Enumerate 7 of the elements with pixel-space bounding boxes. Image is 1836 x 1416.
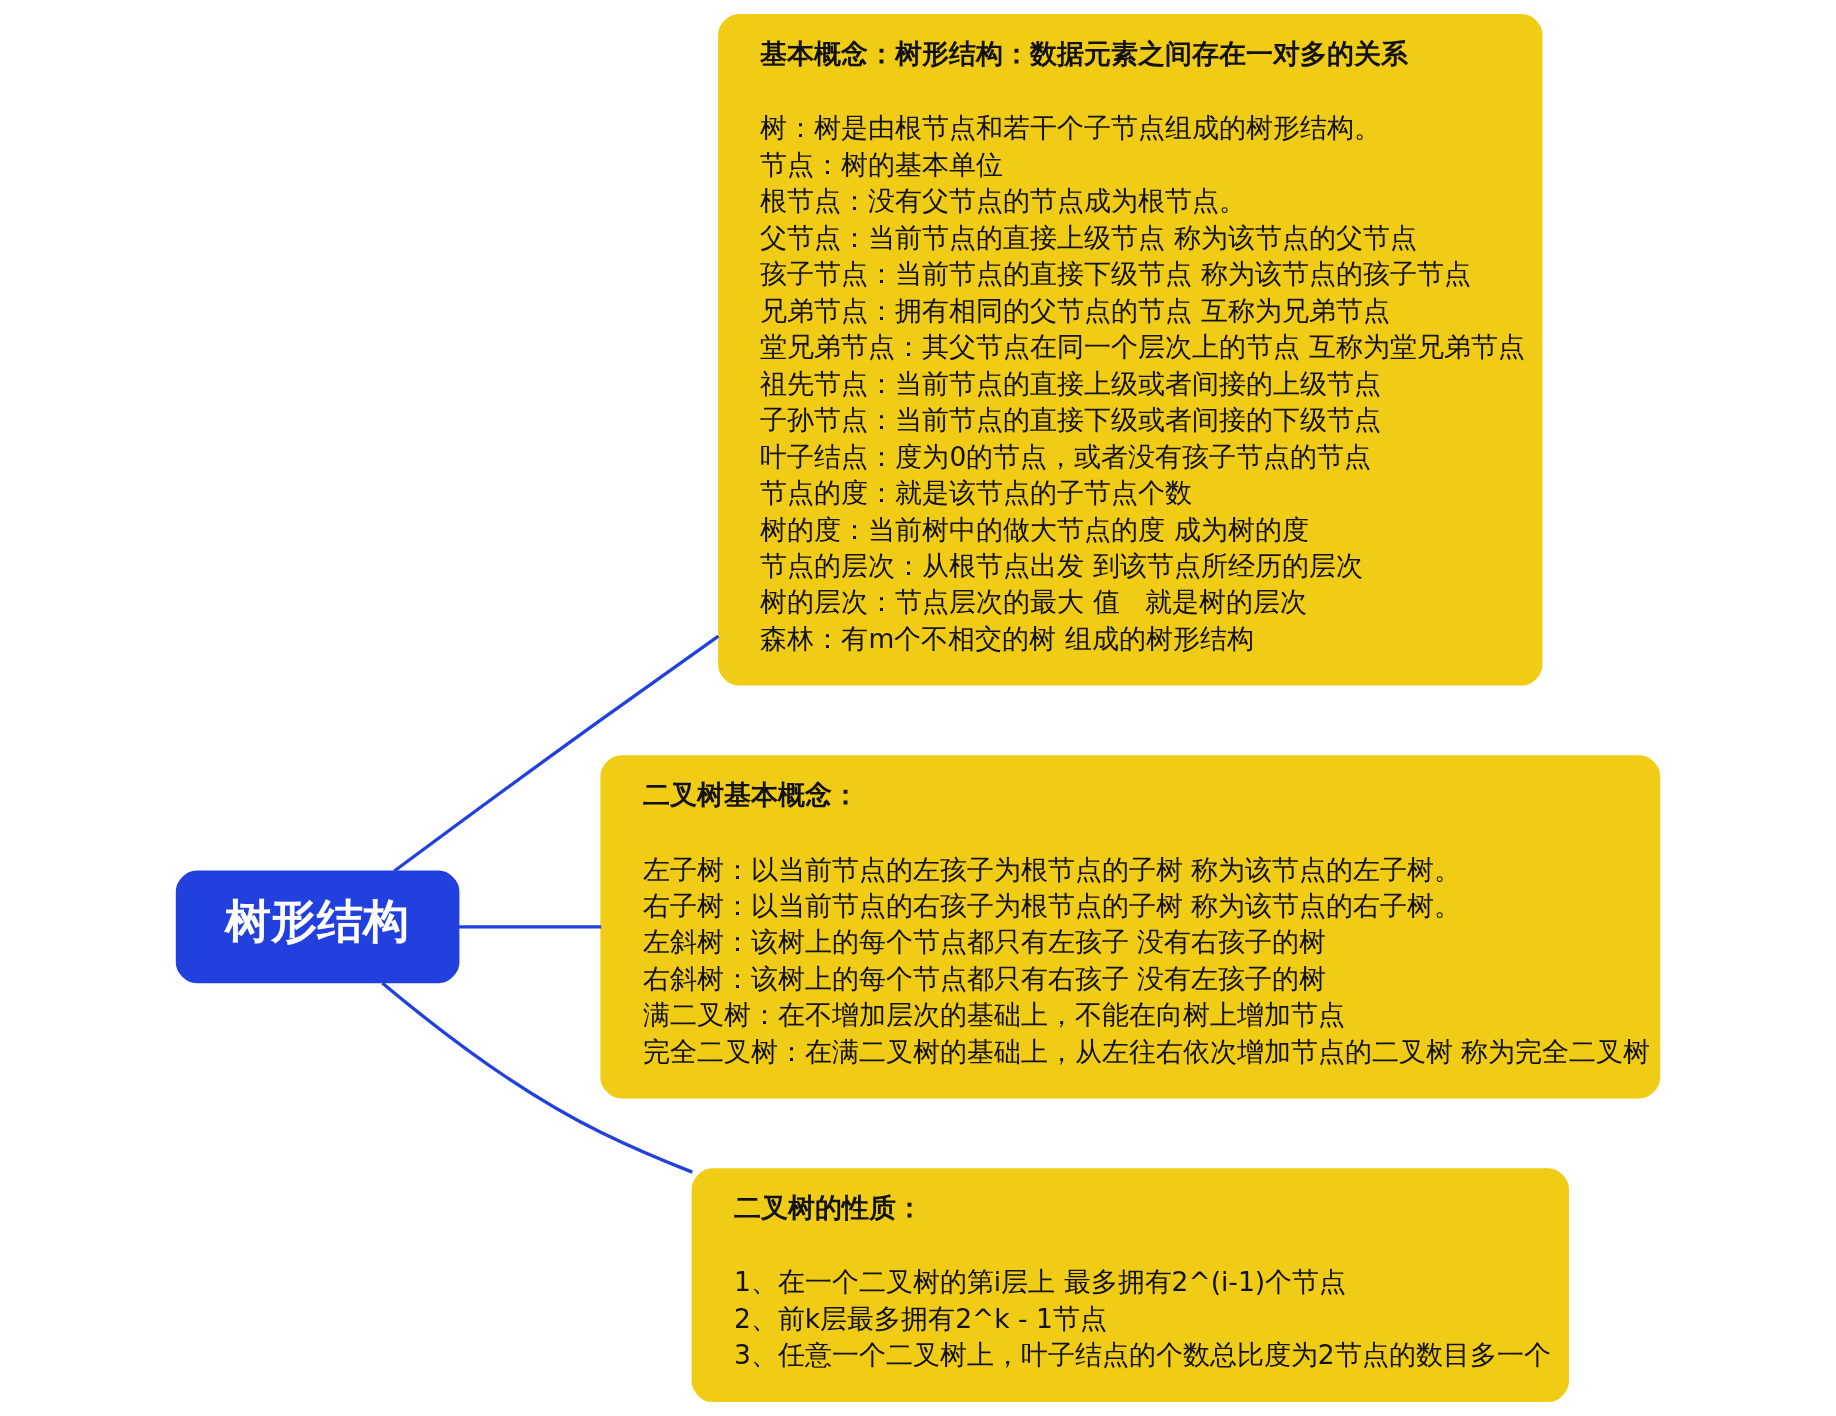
connector bbox=[458, 925, 602, 929]
connector bbox=[381, 981, 693, 1174]
node-box: 二叉树基本概念： 左子树：以当前节点的左孩子为根节点的子树 称为该节点的左子树。 右子树：以当前节点的右孩子为根节点的子树 称为该节点的右子树。 左斜树：该树上的每个节点都只有左孩子 没有右孩子的树 右斜树：该树上的每个节点都只有右孩子 没有左孩子的树 满二叉树：在不增加层次的基础上，不能在向树上增加节点 完全二叉树：在满二叉树的基础上，从左往右依次增加节点的二叉树 称为完全二叉树 bbox=[600, 755, 1661, 1099]
node-box: 基本概念：树形结构：数据元素之间存在一对多的关系 树：树是由根节点和若干个子节点组成的树形结构。 节点：树的基本单位 根节点：没有父节点的节点成为根节点。 父节点：当前节点的直接上级节点 称为该节点的父节点 孩子节点：当前节点的直接下级节点 称为该节点的孩子节点 兄弟节点：拥有相同的父节点的节点 互称为兄弟节点 堂兄弟节点：其父节点在同一个层次上的节点 互称为堂兄弟节点 祖先节点：当前节点的直接上级或者间接的上级节点 子孙节点：当前节点的直接下级或者间接的下级节点 叶子结点：度为0的节点，或者没有孩子节点的节点 节点的度：就是该节点的子节点个数 树的度：当前树中的做大节点的度 成为树的度 节点的层次：从根节点出发 到该节点所经历的层次 树的层次：节点层次的最大 值 就是树的层次 森林：有m个不相交的树 组成的树形结构 bbox=[718, 13, 1543, 686]
connector bbox=[393, 634, 720, 873]
node-box: 树形结构 bbox=[175, 870, 460, 984]
node-box: 二叉树的性质： 1、在一个二叉树的第i层上 最多拥有2^(i-1)个节点 2、前k层最多拥有2^k - 1节点 3、任意一个二叉树上，叶子结点的个数总比度为2节点的数目多一个 bbox=[691, 1168, 1569, 1403]
